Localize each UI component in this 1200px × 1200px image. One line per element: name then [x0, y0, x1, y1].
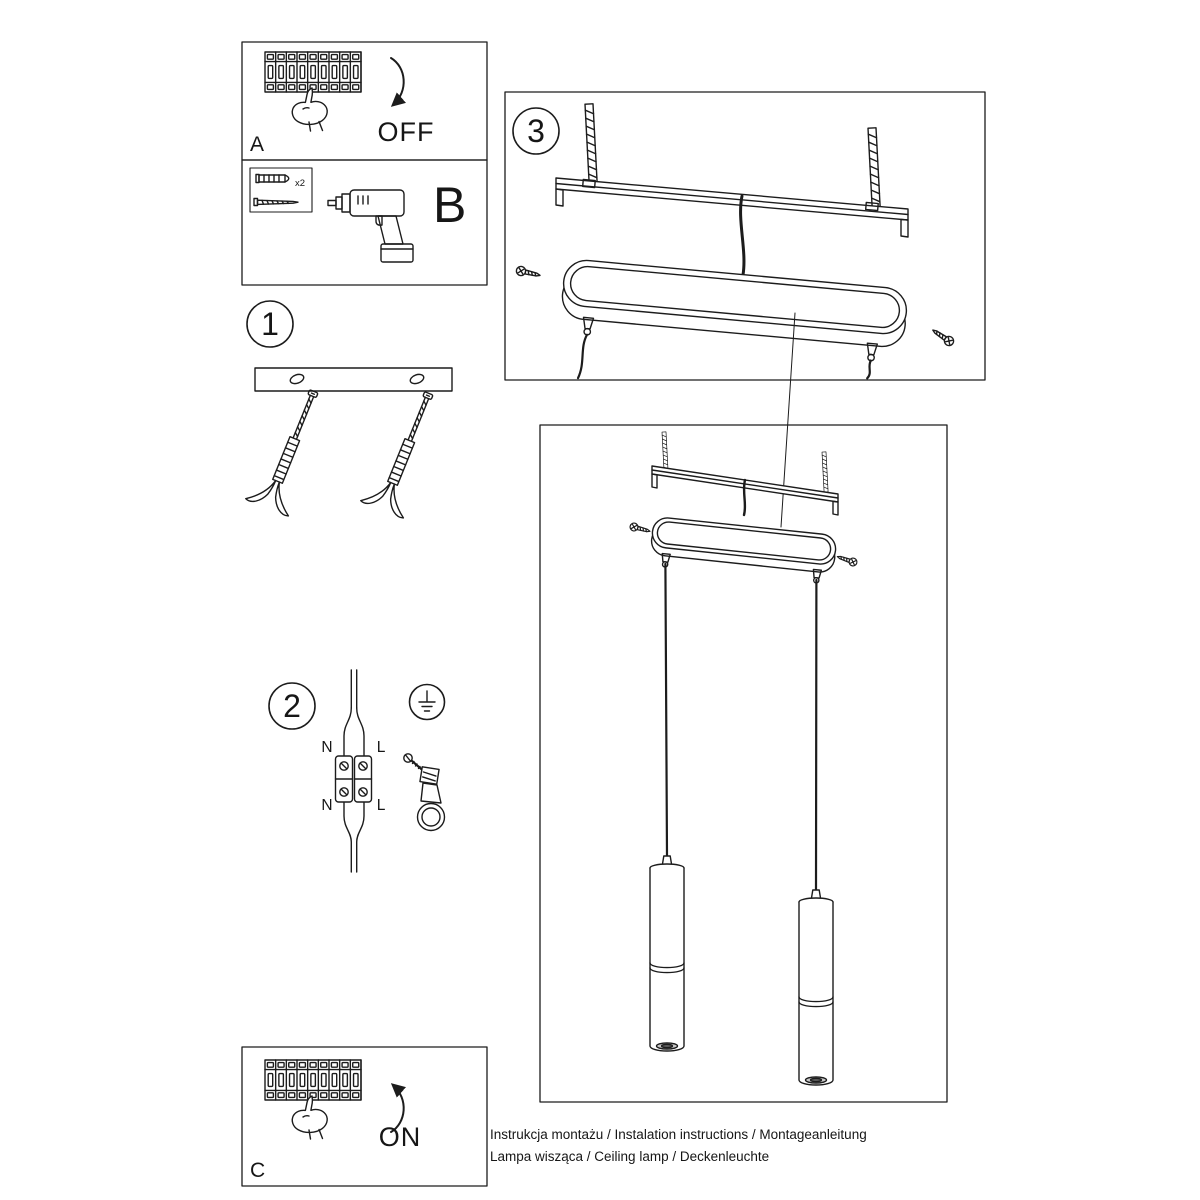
pendant-shade-left-icon	[649, 855, 685, 1052]
canopy-screw-left-icon	[628, 521, 652, 536]
step-c-power-on: ON C	[241, 1046, 488, 1187]
circuit-breaker-icon	[265, 1060, 361, 1139]
neutral-label-bottom: N	[321, 797, 332, 814]
screw-icon	[253, 197, 299, 207]
live-label-bottom: L	[377, 797, 386, 814]
arrow-up-icon	[390, 1083, 407, 1133]
power-cable-icon	[739, 194, 746, 277]
step-3-number: 3	[527, 113, 545, 149]
circuit-breaker-icon	[265, 52, 361, 131]
step-3-canopy-detail: 3	[504, 91, 986, 381]
terminal-block-icon	[334, 755, 373, 803]
power-on-label: ON	[379, 1122, 422, 1152]
wire-icon	[343, 669, 365, 873]
wall-anchor-right-icon	[359, 384, 451, 520]
live-label-top: L	[377, 739, 386, 756]
step-b-frame	[241, 159, 488, 286]
step-c-frame	[241, 1046, 488, 1187]
mounting-bracket-icon	[254, 367, 453, 392]
canopy-screw-left-icon	[514, 264, 542, 281]
dowel-box	[249, 167, 313, 213]
step-1-number: 1	[261, 306, 279, 342]
step-2-wiring: 2 N L N L	[268, 669, 446, 873]
pendant-shade-right-icon	[798, 889, 834, 1086]
footer-line-1: Instrukcja montażu / Instalation instruc…	[490, 1127, 867, 1142]
hanger-bolt-left-icon	[584, 103, 598, 185]
step-a-label: A	[250, 133, 264, 156]
drill-icon	[327, 189, 414, 263]
suspension-cable-left-icon	[576, 333, 589, 380]
suspension-cable-right-icon	[866, 359, 872, 380]
assembly-frame	[539, 424, 948, 1103]
hanger-bolt-right-icon	[821, 451, 829, 493]
cable-gland-left-icon	[661, 552, 671, 563]
step-1-badge	[246, 300, 294, 348]
ground-clamp-icon	[403, 753, 446, 832]
step-b-tools: x2 B	[241, 159, 488, 286]
dowel-quantity-label: x2	[295, 178, 305, 189]
arrow-down-icon	[390, 57, 407, 107]
hanger-bolt-left-icon	[661, 431, 669, 473]
wall-anchor-left-icon	[244, 382, 336, 518]
suspension-cable-left-icon	[664, 562, 669, 858]
canopy-icon	[561, 259, 908, 380]
bracket-hole	[289, 373, 305, 385]
step-3-badge	[512, 107, 560, 155]
step-a-power-off: OFF A	[241, 41, 488, 161]
canopy-screw-right-icon	[929, 325, 957, 349]
cable-gland-right-icon	[812, 568, 823, 579]
power-cable-icon	[742, 478, 747, 517]
power-off-label: OFF	[378, 117, 435, 147]
wall-plug-icon	[255, 173, 290, 184]
canopy-screw-right-icon	[835, 552, 859, 568]
footer-line-2: Lampa wisząca / Ceiling lamp / Deckenleu…	[490, 1149, 769, 1164]
cable-gland-right-icon	[866, 342, 879, 356]
canopy-icon	[650, 517, 837, 584]
step-2-badge	[268, 682, 316, 730]
cable-gland-left-icon	[582, 316, 595, 330]
hanger-bolt-right-icon	[867, 127, 881, 209]
bracket-hole	[409, 373, 425, 385]
assembled-lamp-view	[539, 424, 948, 1103]
ground-symbol-icon	[408, 683, 446, 721]
step-1-drill-anchors: 1	[244, 300, 453, 520]
neutral-label-top: N	[321, 739, 332, 756]
step-2-number: 2	[283, 688, 301, 724]
step-b-label: B	[433, 177, 466, 233]
step-c-label: C	[250, 1159, 265, 1182]
step-3-frame	[504, 91, 986, 381]
mounting-bar-icon	[555, 177, 909, 238]
